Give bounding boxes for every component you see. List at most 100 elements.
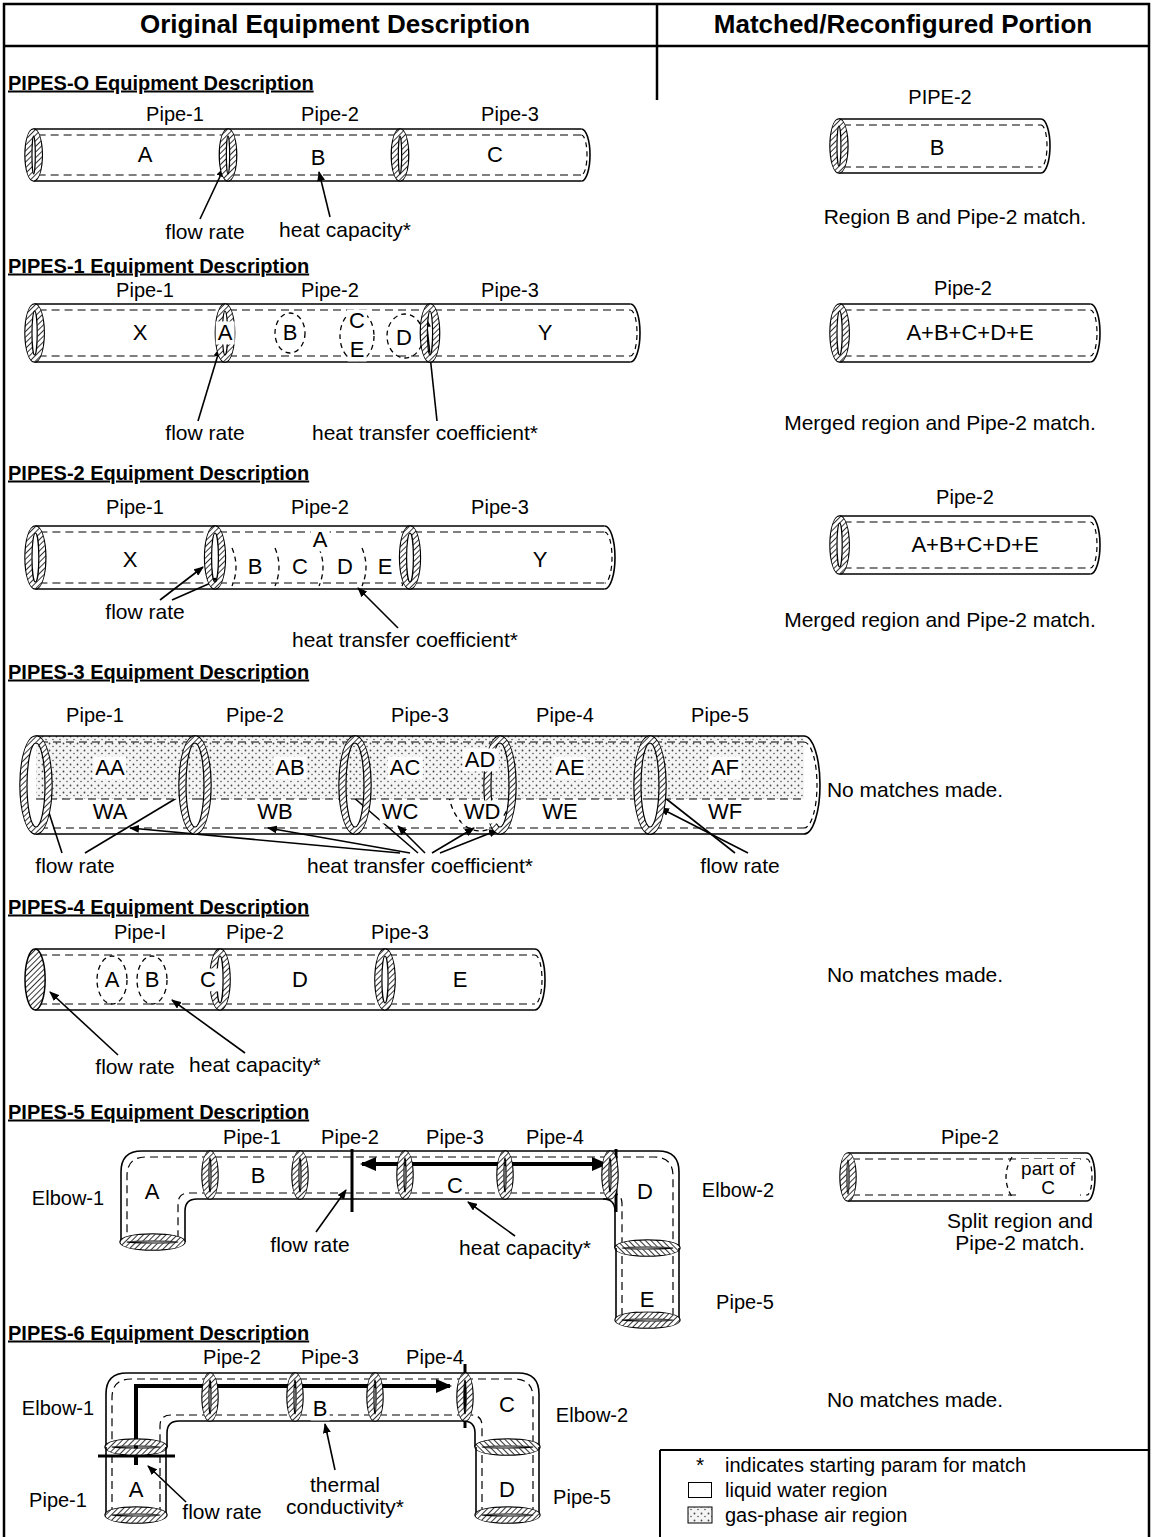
pipe-name: Pipe-2 bbox=[291, 497, 349, 518]
pipe-name: Pipe-5 bbox=[716, 1292, 774, 1313]
region-letter: WC bbox=[380, 800, 421, 823]
pipe-name: Pipe-3 bbox=[481, 280, 539, 301]
pipe-name: Pipe-3 bbox=[371, 922, 429, 943]
pipe-name: Pipe-4 bbox=[526, 1127, 584, 1148]
pipe-name: Pipe-2 bbox=[934, 278, 992, 299]
region-letter: AE bbox=[553, 756, 586, 779]
region-letter: A bbox=[143, 1180, 162, 1203]
pipe-name: Pipe-2 bbox=[301, 104, 359, 125]
pipe-segment: Pipe-3 bbox=[295, 1372, 375, 1422]
region-letter: Y bbox=[536, 321, 555, 344]
elbow-fitting: Elbow-1 bbox=[105, 1372, 210, 1447]
pipe-name: Pipe-3 bbox=[426, 1127, 484, 1148]
region-letter: A bbox=[311, 528, 330, 551]
region-letter: E bbox=[638, 1288, 657, 1311]
region-letter: C bbox=[497, 1393, 517, 1416]
pipe-name: Pipe-4 bbox=[406, 1347, 464, 1368]
callout-label: flow rate bbox=[165, 422, 244, 444]
region-letter: WE bbox=[540, 800, 579, 823]
callout-label: heat transfer coefficient* bbox=[292, 629, 518, 651]
elbow-name: Elbow-2 bbox=[556, 1405, 628, 1426]
callout-label: heat capacity* bbox=[189, 1054, 321, 1076]
pipe-name: Pipe-2 bbox=[301, 280, 359, 301]
pipe-name: Pipe-2 bbox=[226, 705, 284, 726]
callout-label: Split region and Pipe-2 match. bbox=[928, 1210, 1113, 1254]
pipe-segment: Pipe-4 bbox=[505, 1150, 610, 1200]
region-letter: B bbox=[246, 555, 265, 578]
section-title: PIPES-1 Equipment Description bbox=[8, 256, 309, 277]
region-letter: A bbox=[127, 1478, 146, 1501]
column-header: Original Equipment Description bbox=[140, 11, 530, 38]
pipe-name: Pipe-3 bbox=[481, 104, 539, 125]
region-letter: AA bbox=[93, 756, 126, 779]
region-letter: A bbox=[216, 321, 235, 344]
pipe-outline bbox=[210, 1372, 295, 1422]
pipe-segment: Pipe-1 bbox=[25, 303, 225, 363]
region-letter: X bbox=[121, 548, 140, 571]
callout-label: flow rate bbox=[165, 221, 244, 243]
region-letter: AF bbox=[709, 756, 741, 779]
region-letter: B bbox=[281, 321, 300, 344]
callout-label: No matches made. bbox=[827, 964, 1003, 986]
region-letter: A+B+C+D+E bbox=[904, 321, 1035, 344]
callout-label: thermal conductivity* bbox=[283, 1474, 408, 1518]
region-letter: E bbox=[451, 968, 470, 991]
elbow-outline bbox=[120, 1150, 210, 1242]
region-letter: D bbox=[290, 968, 310, 991]
pipe-outline bbox=[25, 128, 228, 182]
callout-label: flow rate bbox=[700, 855, 779, 877]
region-letter: E bbox=[376, 555, 395, 578]
callout-label: Merged region and Pipe-2 match. bbox=[784, 412, 1096, 434]
section-title: PIPES-3 Equipment Description bbox=[8, 662, 309, 683]
pipe-name: Pipe-2 bbox=[203, 1347, 261, 1368]
region-letter: C bbox=[485, 143, 505, 166]
pipe-name: Pipe-1 bbox=[146, 104, 204, 125]
legend-text: gas-phase air region bbox=[725, 1505, 907, 1526]
region-letter: B bbox=[143, 968, 162, 991]
region-letter: X bbox=[131, 321, 150, 344]
legend-text: indicates starting param for match bbox=[725, 1455, 1026, 1476]
callout-label: flow rate bbox=[35, 855, 114, 877]
pipe-name: PIPE-2 bbox=[908, 87, 971, 108]
callout-label: heat transfer coefficient* bbox=[307, 855, 533, 877]
region-letter: WF bbox=[706, 800, 744, 823]
pipe-name: Pipe-5 bbox=[691, 705, 749, 726]
region-letter: B bbox=[249, 1164, 268, 1187]
callout-label: Merged region and Pipe-2 match. bbox=[784, 609, 1096, 631]
pipe-name: Pipe-3 bbox=[391, 705, 449, 726]
pipe-segment: Pipe-3 bbox=[410, 525, 615, 590]
callout-label: No matches made. bbox=[827, 779, 1003, 801]
region-letter: C bbox=[198, 968, 218, 991]
section-title: PIPES-2 Equipment Description bbox=[8, 463, 309, 484]
legend-swatch bbox=[688, 1482, 712, 1498]
pipe-name: Pipe-I bbox=[114, 922, 166, 943]
callout-label: flow rate bbox=[270, 1234, 349, 1256]
pipe-name: Pipe-1 bbox=[223, 1127, 281, 1148]
pipe-name: Pipe-4 bbox=[536, 705, 594, 726]
region-letter: B bbox=[309, 146, 328, 169]
pipe-name: Pipe-1 bbox=[29, 1490, 87, 1511]
region-letter: WB bbox=[255, 800, 294, 823]
region-letter: AC bbox=[388, 756, 423, 779]
region-note: part of C bbox=[1016, 1159, 1080, 1197]
elbow-name: Elbow-2 bbox=[702, 1180, 774, 1201]
section-title: PIPES-6 Equipment Description bbox=[8, 1323, 309, 1344]
pipe-outline bbox=[505, 1150, 610, 1200]
pipe-segment: Pipe-2 bbox=[300, 1150, 405, 1200]
elbow-outline bbox=[105, 1372, 210, 1447]
callout-label: Region B and Pipe-2 match. bbox=[824, 206, 1087, 228]
pipe-name: Pipe-1 bbox=[66, 705, 124, 726]
region-letter: D bbox=[394, 326, 414, 349]
section-title: PIPES-O Equipment Description bbox=[8, 73, 314, 94]
pipe-segment: Pipe-4 bbox=[375, 1372, 465, 1422]
region-letter: C bbox=[347, 309, 367, 332]
pipe-name: Pipe-5 bbox=[553, 1487, 611, 1508]
pipe-outline bbox=[300, 1150, 405, 1200]
callout-label: flow rate bbox=[95, 1056, 174, 1078]
callout-label: flow rate bbox=[182, 1501, 261, 1523]
region-letter: AB bbox=[273, 756, 306, 779]
region-letter: B bbox=[311, 1397, 330, 1420]
section-title: PIPES-5 Equipment Description bbox=[8, 1102, 309, 1123]
elbow-name: Elbow-1 bbox=[22, 1398, 94, 1419]
